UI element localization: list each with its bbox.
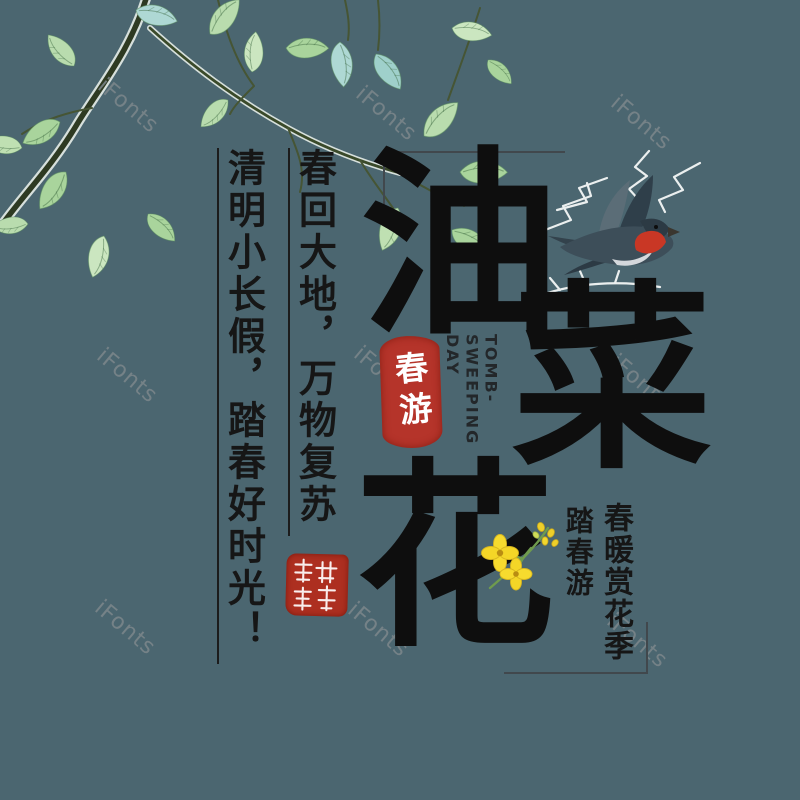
swallow-bird [548,175,680,275]
watercolor-branch-icon [0,0,516,280]
title-char-you: 油 [360,128,561,363]
flower-buds [532,522,559,547]
left-column-spring-returns: 春回大地，万物复苏 [288,148,337,536]
tomb-sweeping-day-label: TOMB- SWEEPING DAY [443,334,501,446]
festival-label-line: TOMB- [481,334,501,404]
seal-script-pattern [293,558,338,612]
swallow-icon [540,149,702,297]
title-char-cai: 菜 [512,262,713,497]
ifonts-watermark: iFonts [91,343,163,409]
branch-stems [0,0,481,227]
spring-outing-seal-text: 春游 [387,349,435,435]
left-column-qingming-holiday: 清明小长假，踏春好时光！ [217,148,266,664]
right-column-flower-season: 春暖赏花季 [598,502,633,662]
flower-blossom [499,557,533,591]
ifonts-watermark: iFonts [89,595,161,661]
corner-bracket-bottom-right-icon [504,622,648,674]
right-column-spring-outing: 踏春游 [561,506,595,599]
festival-label-line: SWEEPING [462,334,482,446]
festival-label-line: DAY [443,334,463,376]
white-twigs [540,149,702,297]
carved-square-seal-icon [285,553,349,617]
flower-blossom [481,534,519,572]
corner-bracket-top-left-icon [383,151,565,225]
spring-outing-seal: 春游 [379,334,443,450]
rapeseed-flowers-icon [481,522,559,591]
